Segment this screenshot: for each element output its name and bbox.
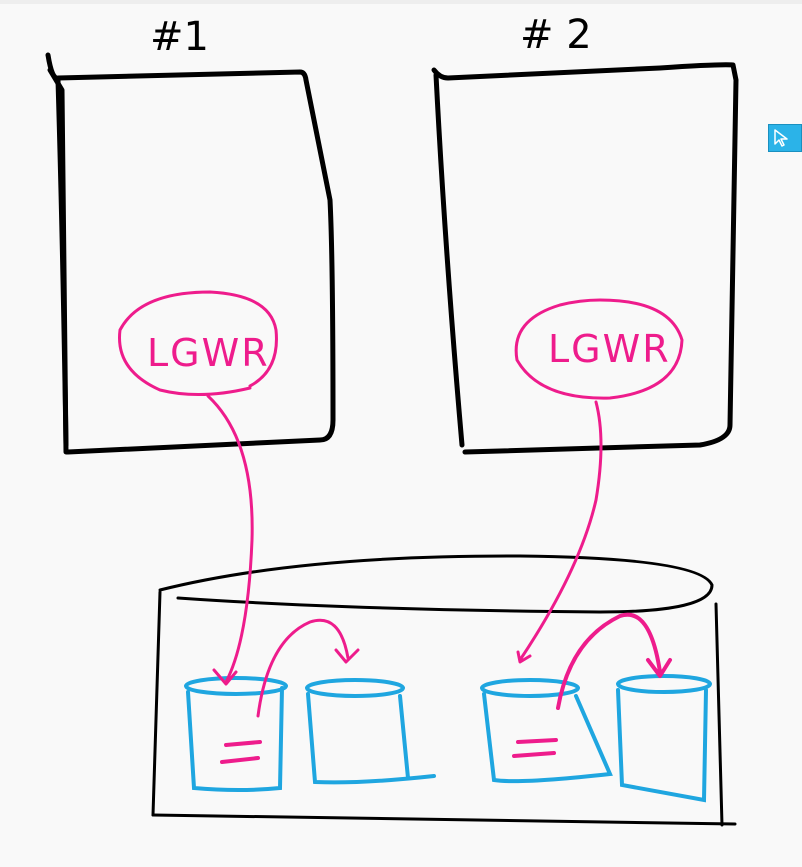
instance-2-label: # 2 — [520, 12, 592, 58]
instance-2-box — [431, 62, 739, 455]
lgwr-1-write-arrow — [206, 394, 254, 686]
instance-1-box-left — [55, 77, 69, 448]
log-switch-arrow-2 — [556, 612, 672, 710]
lgwr-2-write-arrow — [516, 400, 603, 664]
instance-2-box-left — [433, 72, 465, 448]
cursor-arrow-icon — [774, 129, 788, 147]
instance-1-label: #1 — [150, 14, 209, 60]
storage-disk-left — [151, 590, 162, 817]
lgwr-1-bubble — [118, 290, 278, 396]
log-file-1 — [184, 676, 288, 792]
lgwr-2-bubble — [514, 298, 684, 400]
storage-disk-top — [158, 554, 714, 614]
log-file-2 — [305, 678, 436, 785]
log-file-3 — [480, 678, 613, 784]
log-file-4 — [616, 674, 712, 803]
lgwr-1-label: LGWR — [147, 331, 270, 375]
log-switch-arrow-1 — [256, 618, 360, 718]
select-tool-button[interactable] — [768, 124, 802, 152]
lgwr-2-label: LGWR — [548, 327, 671, 371]
storage-disk-right — [714, 602, 724, 827]
storage-disk-bottom — [151, 813, 737, 826]
canvas-top-border — [0, 0, 802, 4]
instance-1-box — [45, 52, 336, 455]
